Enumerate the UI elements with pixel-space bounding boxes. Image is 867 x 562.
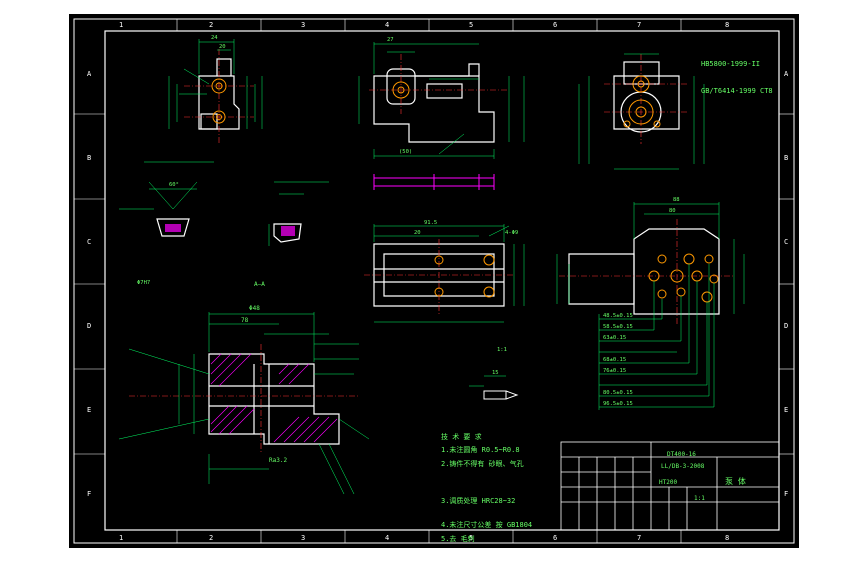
dim-20: 20: [219, 44, 226, 50]
dim-96-5: 96.5±0.15: [603, 401, 633, 407]
outer-frame: [73, 18, 795, 544]
zone-top-7: 7: [637, 21, 641, 29]
dim-76: 76±0.15: [603, 368, 626, 374]
dim-63: 63±0.15: [603, 335, 626, 341]
notes-title: 技 术 要 求: [441, 432, 482, 441]
dim-20-b: 20: [414, 230, 421, 236]
zone-bottom-2: 2: [209, 534, 213, 542]
zone-bottom-7: 7: [637, 534, 641, 542]
dim-24: 24: [211, 35, 218, 41]
zone-bottom-3: 3: [301, 534, 305, 542]
scale-note: 1:1: [497, 347, 507, 353]
view-middle-center: 91.5 20 4-Φ9 1:1: [364, 220, 525, 353]
title-scale: 1:1: [694, 495, 705, 502]
zone-side-c-right: C: [784, 238, 788, 246]
dim-58-5: 58.5±0.15: [603, 324, 633, 330]
zone-side-f-right: F: [784, 490, 788, 498]
title-material: HT200: [659, 479, 677, 486]
zone-top-8: 8: [725, 21, 729, 29]
zone-bottom-6: 6: [553, 534, 557, 542]
dim-ra3-2: Ra3.2: [269, 457, 287, 464]
dim-phi7h7: Φ7H7: [137, 280, 150, 286]
dim-91-5: 91.5: [424, 220, 437, 226]
pin-detail: 15: [469, 370, 519, 400]
zone-bottom-4: 4: [385, 534, 389, 542]
zone-side-e-right: E: [784, 406, 788, 414]
dim-50: (50): [399, 149, 412, 155]
technical-notes: 技 术 要 求 1.未注圆角 R0.5~R0.8 2.铸件不得有 砂眼、气孔 3…: [441, 432, 532, 543]
dim-68: 68±0.15: [603, 357, 626, 363]
view-top-right: HB5800-1999-II GB/T6414-1999 CT8: [578, 53, 773, 170]
zone-side-f: F: [87, 490, 91, 498]
view-middle-right: 88 80 48.5±0.15 58.5±0.15 63±0.15 68±0.1…: [556, 197, 745, 410]
title-date: LL/DB-3-2008: [661, 463, 705, 470]
dim-48-5: 48.5±0.15: [603, 313, 633, 319]
zone-side-d: D: [87, 322, 91, 330]
note-item-3: 3.调质处理 HRC28~32: [441, 496, 515, 505]
note-item-4: 4.未注尺寸公差 按 GB1804: [441, 520, 532, 529]
dim-27: 27: [387, 37, 394, 43]
zone-side-b-right: B: [784, 154, 788, 162]
standard-gbt6414: GB/T6414-1999 CT8: [701, 87, 773, 95]
note-item-2: 2.铸件不得有 砂眼、气孔: [441, 459, 524, 468]
zone-top-5: 5: [469, 21, 473, 29]
title-block: DT400-16 LL/DB-3-2008 泵 体 HT200 1:1: [560, 441, 780, 531]
zone-side-c: C: [87, 238, 91, 246]
zone-bottom-8: 8: [725, 534, 729, 542]
zone-ticks: [74, 19, 794, 543]
dim-15: 15: [492, 370, 499, 376]
zone-top-2: 2: [209, 21, 213, 29]
section-a-a-view: A—A Φ48 78 Ra3.2: [118, 281, 370, 495]
drawing-sheet: 1 2 3 4 5 6 7 8 1 2 3 4 5 6 7 8 A B C D …: [69, 14, 799, 548]
dim-78: 78: [241, 317, 249, 324]
dim-60deg: 60°: [169, 182, 179, 188]
zone-bottom-1: 1: [119, 534, 123, 542]
dim-80-5: 80.5±0.15: [603, 390, 633, 396]
view-top-center: 27 (50): [358, 37, 525, 190]
zone-bottom-5: 5: [469, 534, 473, 542]
cad-drawing: 1 2 3 4 5 6 7 8 1 2 3 4 5 6 7 8 A B C D …: [73, 18, 795, 544]
zone-side-a: A: [87, 70, 92, 78]
zone-top-6: 6: [553, 21, 557, 29]
detail-views-left: 60° Φ7H7: [119, 161, 329, 286]
note-item-5: 5.去 毛刺: [441, 534, 475, 543]
title-drawing-number: DT400-16: [667, 451, 696, 458]
dim-4-phi9: 4-Φ9: [505, 230, 518, 236]
dim-80: 80: [669, 208, 676, 214]
zone-top-4: 4: [385, 21, 389, 29]
section-plane-marker: [373, 174, 495, 190]
zone-top-1: 1: [119, 21, 123, 29]
inner-frame: [104, 30, 780, 531]
view-top-left: 24 20: [168, 35, 263, 144]
zone-side-d-right: D: [784, 322, 788, 330]
zone-side-e: E: [87, 406, 91, 414]
title-part-name: 泵 体: [725, 476, 746, 486]
standard-hb5800: HB5800-1999-II: [701, 60, 760, 68]
section-hatch: [210, 353, 338, 443]
zone-top-3: 3: [301, 21, 305, 29]
note-item-1: 1.未注圆角 R0.5~R0.8: [441, 445, 520, 454]
dim-88: 88: [673, 197, 680, 203]
zone-side-b: B: [87, 154, 91, 162]
section-label-a-a: A—A: [254, 281, 265, 288]
zone-side-a-right: A: [784, 70, 789, 78]
dim-phi48: Φ48: [249, 305, 260, 312]
